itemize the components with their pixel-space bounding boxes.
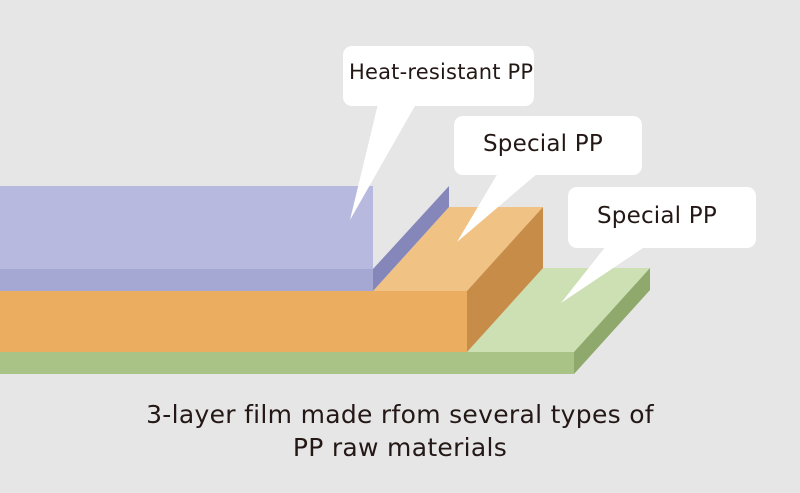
- middle-layer: [0, 207, 543, 352]
- middle-layer-side: [467, 207, 543, 352]
- label-special-pp-bottom: Special PP: [597, 203, 717, 229]
- top-layer-side: [373, 186, 449, 291]
- label-special-pp-middle: Special PP: [483, 131, 603, 157]
- bottom-layer-front: [0, 352, 574, 374]
- callout-special-middle: [454, 116, 642, 242]
- label-heat-resistant-pp: Heat-resistant PP: [349, 60, 534, 84]
- bottom-layer-side: [574, 268, 650, 374]
- top-layer-front-edge: [0, 269, 373, 291]
- bottom-layer-top-surface: [467, 268, 650, 352]
- caption-line-1: 3-layer film made rfom several types of: [146, 400, 654, 429]
- diagram-caption: 3-layer film made rfom several types of …: [0, 398, 800, 464]
- caption-line-2: PP raw materials: [292, 433, 508, 462]
- callout-heat-resistant: [343, 46, 534, 220]
- middle-layer-front: [0, 291, 467, 352]
- callout-special-bottom: [561, 187, 756, 303]
- middle-layer-top: [373, 207, 543, 291]
- top-layer: [0, 186, 449, 291]
